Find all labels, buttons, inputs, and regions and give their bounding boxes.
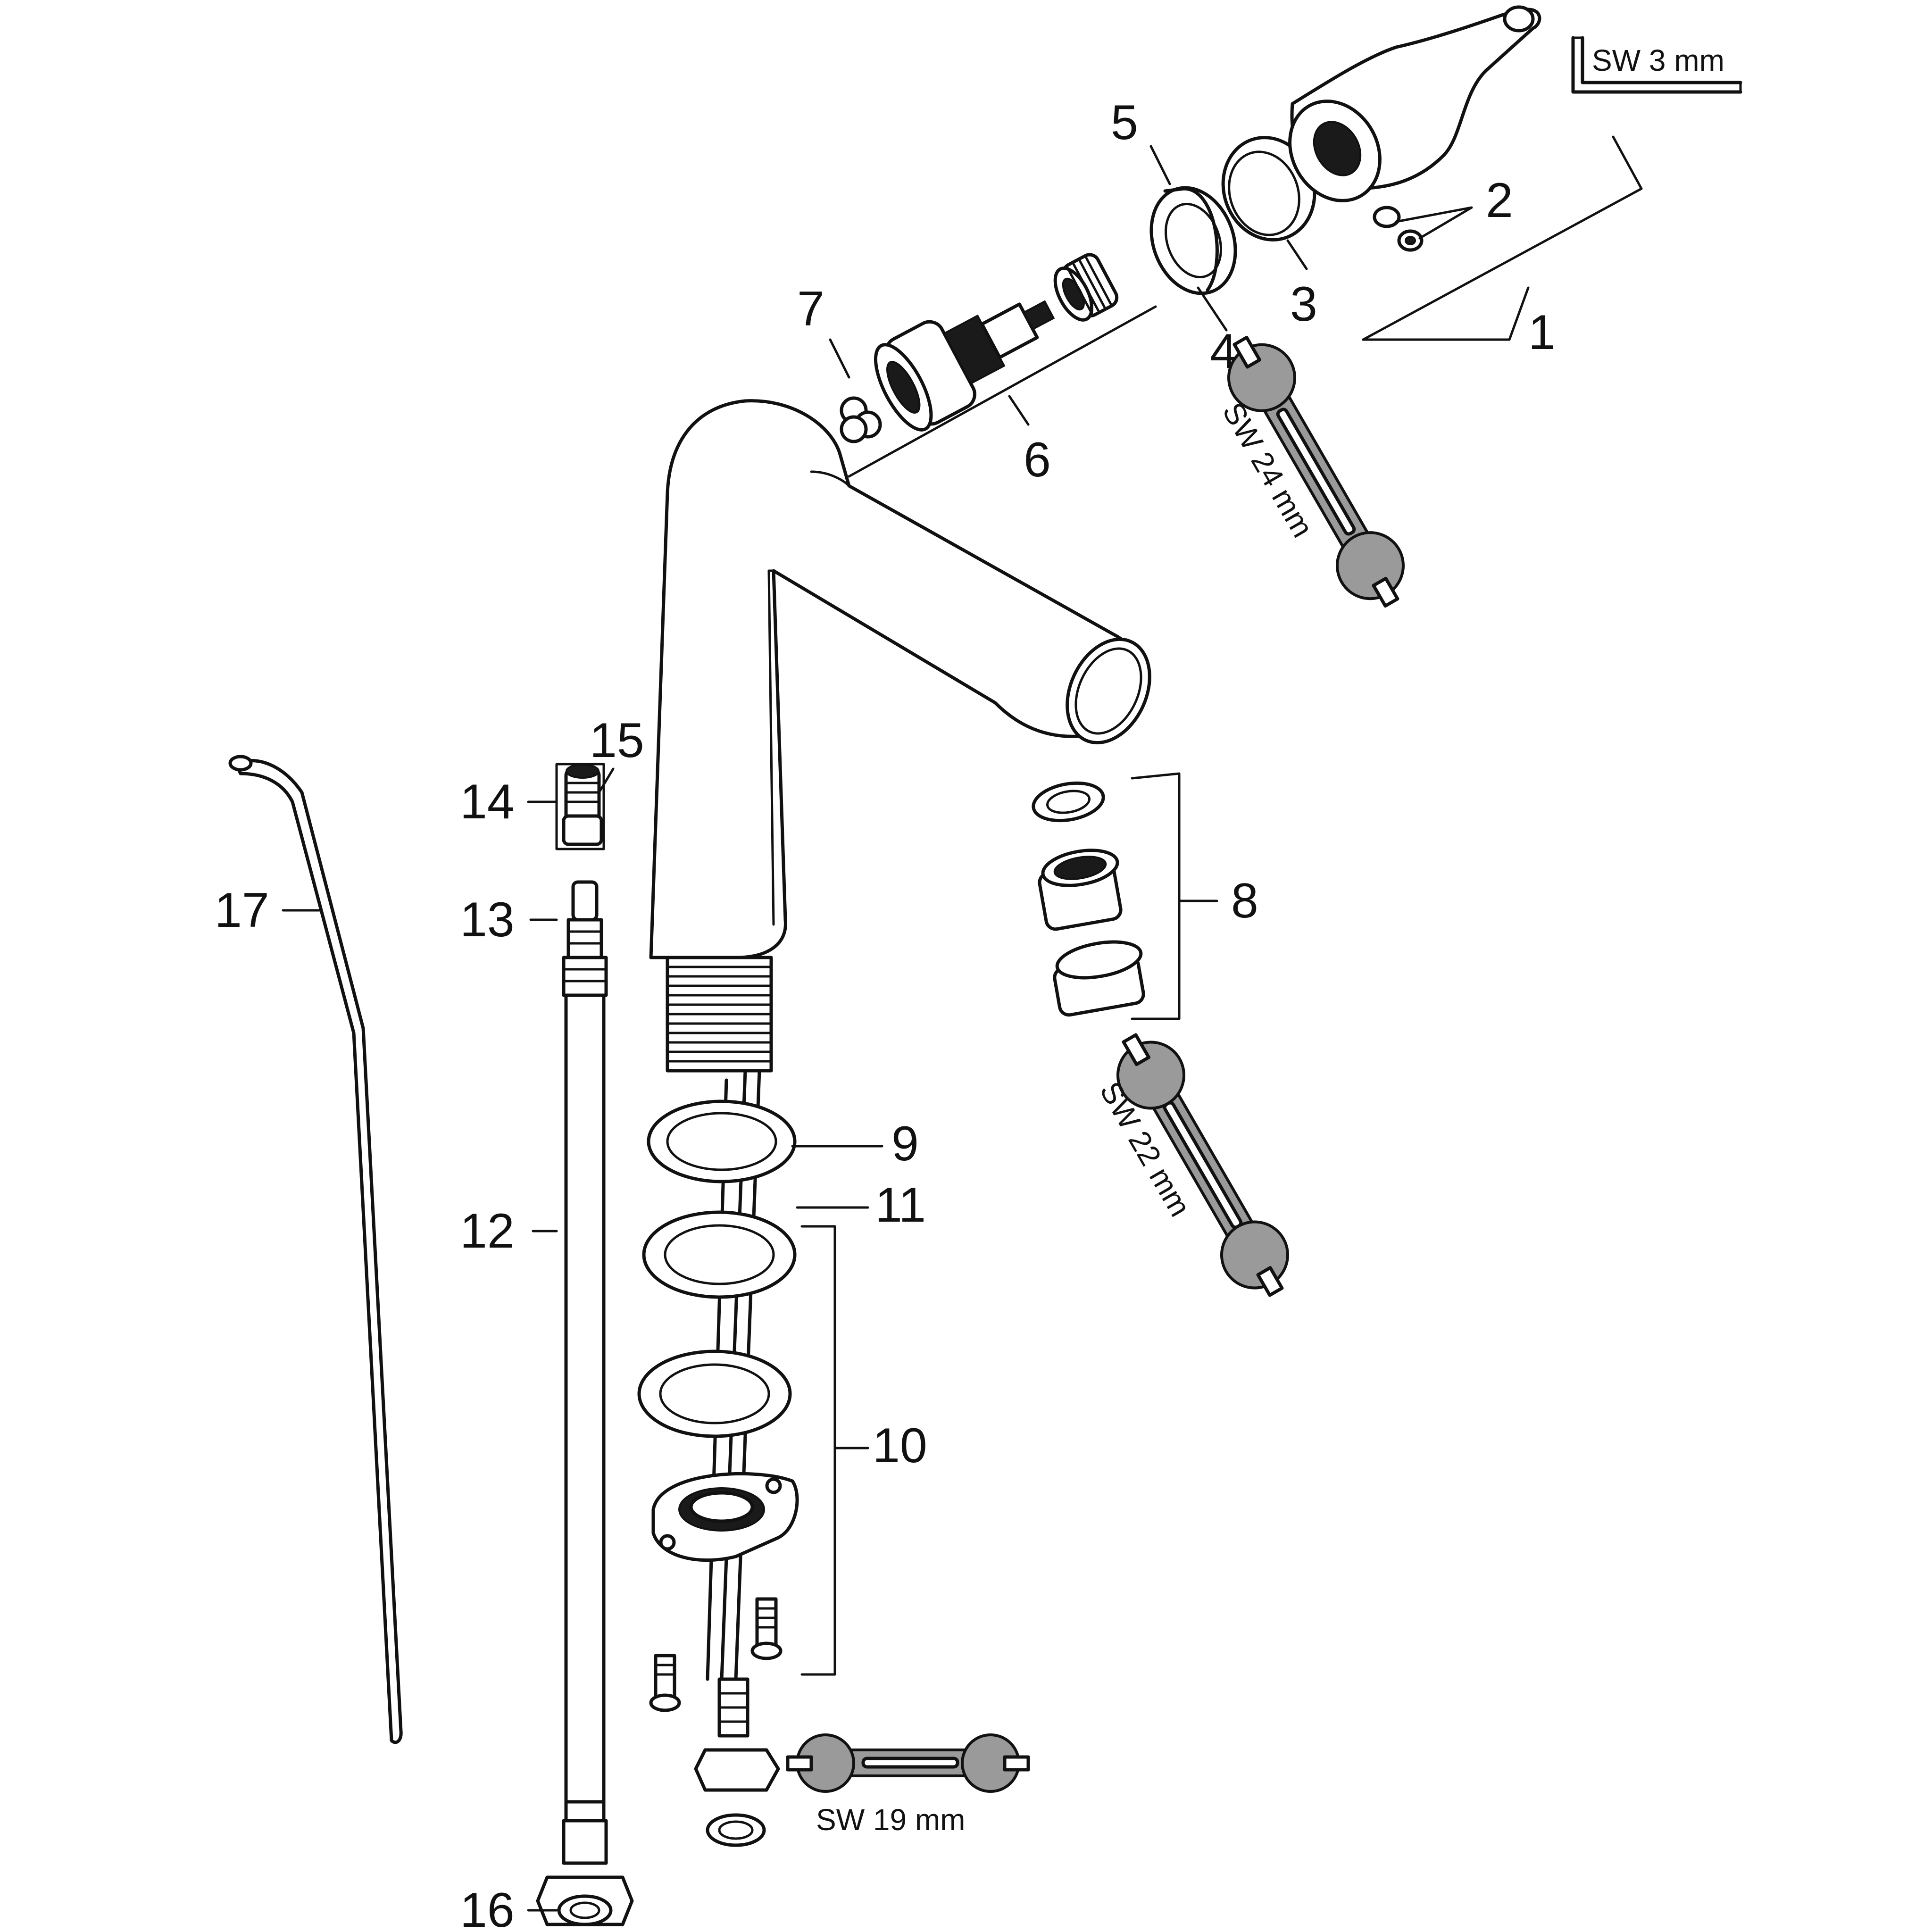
- washer-10: [637, 1349, 792, 1438]
- o-rings: [840, 396, 882, 443]
- part-labels: 1 2 3 4 5 6 7 8 9 10 11 12 13 14 15 16 1…: [215, 95, 1556, 1932]
- label-15: 15: [590, 713, 644, 768]
- cartridge: [874, 253, 1119, 432]
- label-8: 8: [1231, 874, 1258, 928]
- label-1: 1: [1528, 305, 1556, 360]
- label-11: 11: [875, 1178, 926, 1232]
- wrench-24-icon: [1227, 335, 1405, 608]
- wrench-19-size-label: SW 19 mm: [816, 1803, 965, 1837]
- label-14: 14: [460, 774, 515, 829]
- mounting-bolt-left: [649, 1654, 681, 1712]
- adapter-nipple: [562, 764, 603, 846]
- nut-ring: [1149, 186, 1237, 295]
- label-7: 7: [797, 282, 824, 336]
- label-10: 10: [873, 1418, 927, 1473]
- lever-handle: [1288, 5, 1541, 202]
- label-9: 9: [891, 1116, 919, 1171]
- label-5: 5: [1111, 95, 1138, 150]
- label-13: 13: [460, 892, 515, 947]
- tool-labels: SW 3 mm SW 24 mm SW 22 mm SW 19 mm: [816, 43, 1724, 1837]
- wrench-22-icon: [1116, 1033, 1289, 1297]
- washer-16: [557, 1894, 613, 1926]
- center-nut: [694, 1677, 780, 1847]
- label-16: 16: [460, 1883, 515, 1932]
- label-12: 12: [460, 1204, 515, 1258]
- label-6: 6: [1024, 433, 1051, 487]
- label-4: 4: [1210, 324, 1237, 379]
- wrench-19-icon: [786, 1733, 1030, 1793]
- leader-lines: [282, 135, 1643, 1912]
- pop-up-rod: [228, 755, 403, 1744]
- gasket-9: [647, 1099, 797, 1183]
- shank-thread: [666, 966, 773, 1063]
- label-2: 2: [1486, 173, 1513, 228]
- label-17: 17: [215, 883, 269, 938]
- mounting-bolt-right: [750, 1597, 783, 1660]
- grub-screws: [1373, 206, 1424, 252]
- washer-11: [642, 1210, 797, 1299]
- aerator-set: [1032, 781, 1145, 1017]
- hex-key-icon: [1571, 36, 1742, 94]
- flex-hose: [536, 880, 634, 1926]
- mounting-plate: [651, 1472, 799, 1562]
- label-3: 3: [1290, 277, 1317, 332]
- hex-key-size-label: SW 3 mm: [1592, 43, 1724, 77]
